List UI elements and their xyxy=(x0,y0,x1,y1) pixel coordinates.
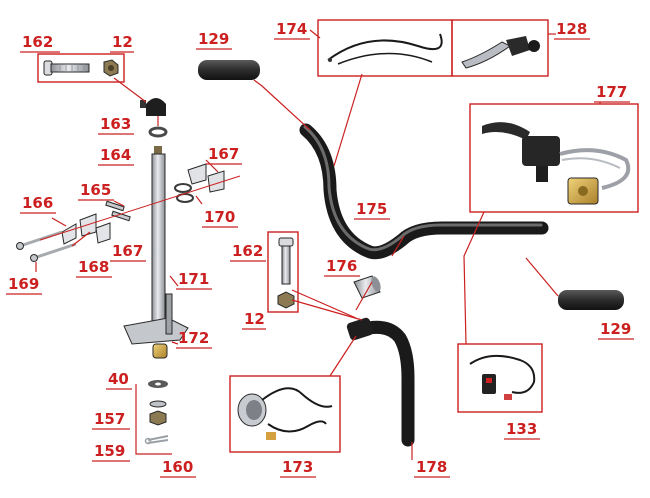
label-177: 177 xyxy=(596,83,627,101)
lever-128 xyxy=(461,36,540,69)
pins-165 xyxy=(105,200,131,222)
label-168: 168 xyxy=(78,258,109,276)
label-169: 169 xyxy=(8,275,39,293)
brackets-167-upper xyxy=(187,163,225,193)
switch-173 xyxy=(237,387,333,440)
nut-12-top xyxy=(103,59,119,77)
part-labels: 162 12 163 164 165 166 167 170 167 168 1… xyxy=(6,20,634,478)
label-171: 171 xyxy=(178,270,209,288)
steering-stem-171 xyxy=(123,146,189,345)
label-12-top: 12 xyxy=(112,33,133,51)
nut-159 xyxy=(149,410,167,426)
rings-170 xyxy=(174,183,194,203)
label-176: 176 xyxy=(326,257,357,275)
brake-master-177 xyxy=(482,122,631,205)
bracket-stack-lines xyxy=(135,384,172,455)
box-174-cable xyxy=(317,19,453,77)
switch-133 xyxy=(469,354,536,400)
label-129-right: 129 xyxy=(600,320,631,338)
label-165: 165 xyxy=(80,181,111,199)
box-128-lever xyxy=(451,19,549,77)
box-177-brake xyxy=(469,103,639,213)
washer-157 xyxy=(149,400,167,408)
grip-129-top xyxy=(198,60,260,80)
washer-40 xyxy=(148,380,168,388)
bolt-162-center xyxy=(278,237,294,285)
label-170: 170 xyxy=(204,208,235,226)
label-167-upper: 167 xyxy=(208,145,239,163)
label-166: 166 xyxy=(22,194,53,212)
bushing-172 xyxy=(152,343,168,359)
brackets-166-168 xyxy=(61,213,111,245)
label-159: 159 xyxy=(94,442,125,460)
label-167-lower: 167 xyxy=(112,242,143,260)
label-178: 178 xyxy=(416,458,447,476)
label-164: 164 xyxy=(100,146,131,164)
label-160: 160 xyxy=(162,458,193,476)
box-133-switch xyxy=(457,343,543,413)
label-173: 173 xyxy=(282,458,313,476)
nut-12-center xyxy=(277,291,295,309)
label-133: 133 xyxy=(506,420,537,438)
label-175: 175 xyxy=(356,200,387,218)
bolt-162-top xyxy=(43,60,90,76)
label-172: 172 xyxy=(178,329,209,347)
label-162-top: 162 xyxy=(22,33,53,51)
box-173-switch xyxy=(229,375,341,453)
throttle-tube-178 xyxy=(346,317,415,447)
label-129-top: 129 xyxy=(198,30,229,48)
bolts-169 xyxy=(16,230,77,262)
cable-174 xyxy=(327,33,443,65)
cotter-pin-160 xyxy=(144,435,169,445)
leader-lines xyxy=(35,29,601,460)
label-12-center: 12 xyxy=(244,310,265,328)
label-163: 163 xyxy=(100,115,131,133)
box-162-12 xyxy=(37,53,125,83)
label-128: 128 xyxy=(556,20,587,38)
box-162-12-center xyxy=(267,231,299,313)
label-162-center: 162 xyxy=(232,242,263,260)
washer-164 xyxy=(148,126,168,138)
assembly-axis-line xyxy=(39,175,241,241)
grip-129-right xyxy=(558,290,624,310)
label-40: 40 xyxy=(108,370,129,388)
label-157: 157 xyxy=(94,410,125,428)
clamp-163 xyxy=(140,98,166,116)
sleeve-176 xyxy=(353,275,381,299)
label-174: 174 xyxy=(276,20,307,38)
handlebar-175 xyxy=(299,123,549,260)
